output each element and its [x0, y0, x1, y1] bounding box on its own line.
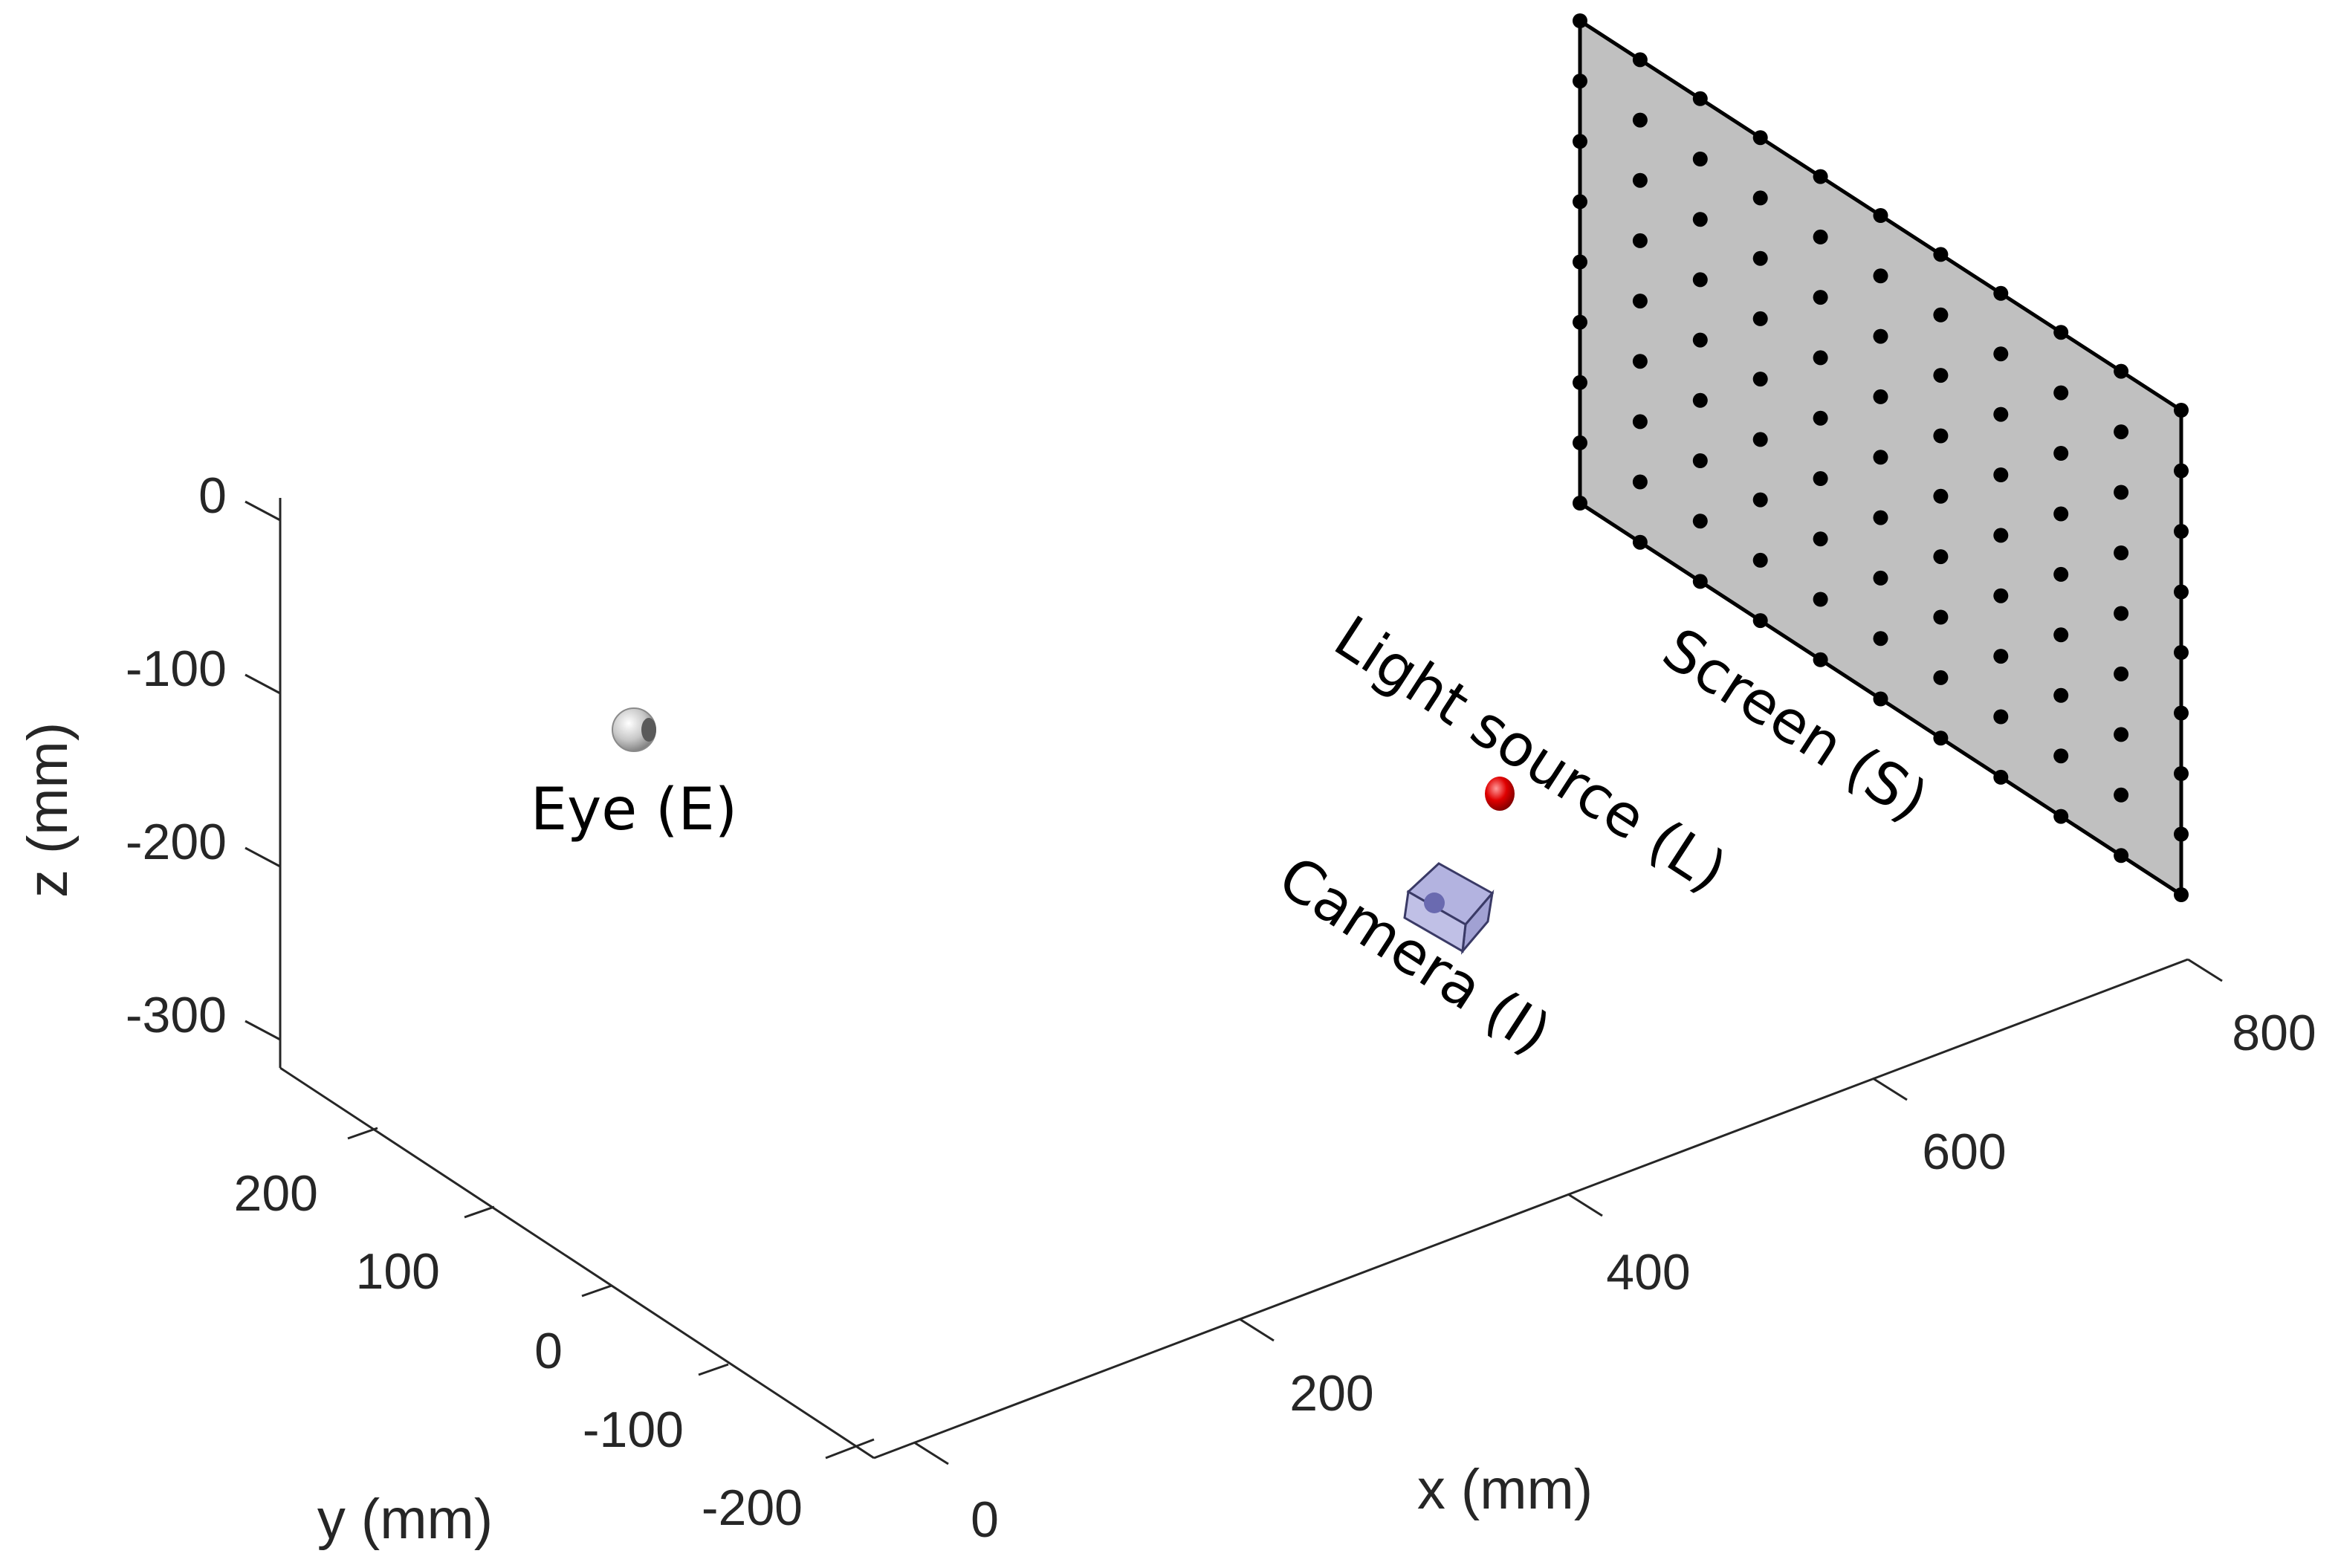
z-tick-label: -200	[126, 814, 227, 870]
screen-target-dot	[1632, 294, 1648, 309]
y-tick-label: -100	[583, 1402, 684, 1458]
x-axis: 0 200 400 600 800 x (mm)	[913, 958, 2316, 1548]
screen-target-dot	[1993, 467, 2009, 482]
screen-target-dot	[1873, 631, 1888, 647]
screen-target-dot	[1752, 311, 1768, 326]
eye-pupil	[641, 718, 656, 742]
screen-target-dot	[2114, 727, 2129, 742]
eye: Eye (E)	[531, 707, 737, 843]
x-tick-label: 800	[2232, 1005, 2316, 1061]
y-tick-label: -200	[702, 1480, 803, 1536]
eye-label: Eye (E)	[531, 777, 737, 843]
screen-target-dot	[1873, 328, 1888, 344]
screen-target-dot	[1692, 392, 1708, 408]
y-axis-line	[279, 1066, 875, 1460]
screen-target-dot	[1692, 272, 1708, 288]
y-tick-label: 200	[234, 1165, 318, 1222]
screen-target-dot	[1873, 389, 1888, 404]
y-axis: 200 100 0 -100 -200 y (mm)	[234, 1127, 875, 1551]
screen-target-dot	[1813, 410, 1828, 426]
screen-target-dot	[1692, 212, 1708, 227]
light-source-marker	[1485, 777, 1515, 811]
z-axis: 0 -100 -200 -300 z (mm)	[16, 467, 281, 1043]
screen-target-dot	[2114, 424, 2129, 440]
screen-target-dot	[1993, 649, 2009, 664]
camera-body-side	[1403, 890, 1467, 953]
screen-target-dot	[1813, 592, 1828, 607]
y-tick-label: 0	[534, 1323, 563, 1379]
screen-target-dot	[1993, 528, 2009, 543]
screen-target-dot	[1933, 670, 1949, 685]
screen-target-dot	[2114, 545, 2129, 560]
screen-target-dot	[1993, 346, 2009, 362]
screen-target-dot	[1632, 112, 1648, 128]
screen-target-dot	[2053, 506, 2069, 522]
screen-target-dot	[1752, 492, 1768, 508]
screen-target-dot	[2053, 446, 2069, 461]
camera-lens	[1424, 892, 1445, 913]
screen-target-dot	[1813, 229, 1828, 244]
camera: Camera (I)	[1267, 843, 1562, 1067]
screen-target-dot	[1933, 609, 1949, 625]
screen-target-dot	[2114, 606, 2129, 621]
screen-target-dot	[1632, 414, 1648, 430]
screen-target-dot	[1752, 552, 1768, 568]
x-tick-label: 600	[1922, 1124, 2006, 1180]
screen-target-dot	[1813, 350, 1828, 366]
screen-target-dot	[2053, 687, 2069, 703]
screen-target-dot	[1813, 471, 1828, 486]
screen-target-dot	[1993, 709, 2009, 725]
x-tick-label: 400	[1606, 1244, 1690, 1300]
screen-target-dot	[1692, 332, 1708, 348]
screen-target-dot	[1933, 368, 1949, 383]
screen-target-dot	[1873, 450, 1888, 465]
screen-target-dot	[2053, 566, 2069, 582]
screen-target-dot	[1752, 250, 1768, 266]
screen-target-dot	[1752, 190, 1768, 206]
x-axis-label: x (mm)	[1417, 1458, 1593, 1521]
axes-frame	[279, 498, 2189, 1460]
x-axis-line	[873, 958, 2189, 1460]
screen-target-dot	[2053, 627, 2069, 643]
z-tick-label: 0	[198, 467, 227, 524]
screen-target-dot	[1933, 307, 1949, 323]
screen-target-dot	[1873, 268, 1888, 284]
screen-target-dot	[1873, 570, 1888, 586]
z-tick-label: -300	[126, 987, 227, 1043]
x-tick-label: 200	[1289, 1365, 1373, 1422]
screen-target-dot	[1632, 474, 1648, 490]
screen-target-dot	[1813, 290, 1828, 305]
screen-target-dot	[1632, 233, 1648, 248]
screen-target-dot	[2114, 787, 2129, 803]
z-tick-label: -100	[126, 641, 227, 697]
screen: Screen (S)	[1573, 13, 2189, 902]
screen-target-dot	[1873, 510, 1888, 525]
screen-target-dot	[1933, 549, 1949, 565]
screen-target-dot	[1692, 152, 1708, 166]
screen-target-dot	[2053, 748, 2069, 764]
screen-target-dot	[2053, 385, 2069, 401]
camera-label: Camera (I)	[1267, 843, 1562, 1067]
y-axis-label: y (mm)	[317, 1488, 493, 1551]
screen-target-dot	[2114, 485, 2129, 500]
screen-target-dot	[1632, 354, 1648, 369]
screen-target-dot	[1692, 514, 1708, 529]
screen-target-dot	[1993, 406, 2009, 422]
screen-border	[1578, 17, 2183, 898]
y-tick-label: 100	[356, 1243, 440, 1300]
screen-target-dot	[1933, 488, 1949, 504]
screen-target-dot	[1813, 531, 1828, 547]
screen-target-dot	[1752, 372, 1768, 387]
screen-target-dot	[1692, 453, 1708, 468]
screen-target-dot	[2114, 666, 2129, 681]
screen-target-dot	[1933, 428, 1949, 444]
screen-target-dot	[1632, 172, 1648, 188]
screen-target-dot	[1752, 432, 1768, 447]
screen-target-dot	[1993, 588, 2009, 603]
x-tick-label: 0	[971, 1491, 999, 1548]
z-axis-label: z (mm)	[16, 722, 80, 898]
screen-target-grid	[1573, 13, 2189, 902]
